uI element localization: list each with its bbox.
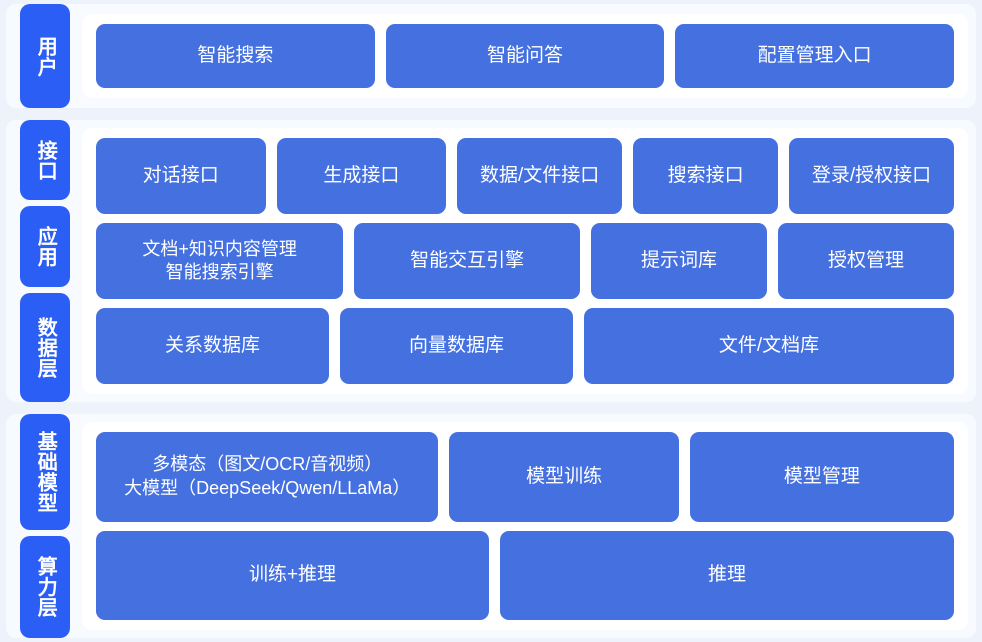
box-relational-database[interactable]: 关系数据库 bbox=[96, 308, 329, 384]
tab-column-base: 基础模型 算力层 bbox=[20, 414, 70, 638]
row-foundation-model: 多模态（图文/OCR/音视频） 大模型（DeepSeek/Qwen/LLaMa）… bbox=[96, 432, 954, 522]
box-training-inference[interactable]: 训练+推理 bbox=[96, 530, 490, 620]
row-data: 关系数据库 向量数据库 文件/文档库 bbox=[96, 308, 955, 384]
layer-tab-data[interactable]: 数据层 bbox=[20, 292, 70, 402]
box-model-management[interactable]: 模型管理 bbox=[689, 432, 954, 522]
box-intelligent-search[interactable]: 智能搜索 bbox=[96, 24, 375, 88]
layer-tab-user[interactable]: 用户 bbox=[20, 4, 70, 108]
tab-column-middle: 接口 应用 数据层 bbox=[20, 120, 70, 402]
layer-tab-application[interactable]: 应用 bbox=[20, 206, 70, 287]
box-doc-knowledge-management[interactable]: 文档+知识内容管理 智能搜索引擎 bbox=[96, 223, 344, 299]
box-dialog-api[interactable]: 对话接口 bbox=[96, 138, 266, 214]
box-file-document-store[interactable]: 文件/文档库 bbox=[584, 308, 955, 384]
box-intelligent-qa[interactable]: 智能问答 bbox=[385, 24, 665, 88]
box-authorization-management[interactable]: 授权管理 bbox=[777, 223, 954, 299]
box-data-file-api[interactable]: 数据/文件接口 bbox=[457, 138, 623, 214]
row-compute: 训练+推理 推理 bbox=[96, 530, 954, 620]
panel-base: 多模态（图文/OCR/音视频） 大模型（DeepSeek/Qwen/LLaMa）… bbox=[82, 422, 968, 630]
box-vector-database[interactable]: 向量数据库 bbox=[340, 308, 573, 384]
row-interface: 对话接口 生成接口 数据/文件接口 搜索接口 登录/授权接口 bbox=[96, 138, 954, 214]
box-model-training[interactable]: 模型训练 bbox=[449, 432, 679, 522]
box-config-management-entry[interactable]: 配置管理入口 bbox=[675, 24, 955, 88]
layer-tab-foundation-model[interactable]: 基础模型 bbox=[20, 414, 70, 531]
layer-tab-compute[interactable]: 算力层 bbox=[20, 536, 70, 638]
box-multimodal-large-model[interactable]: 多模态（图文/OCR/音视频） 大模型（DeepSeek/Qwen/LLaMa） bbox=[96, 432, 439, 522]
row-application: 文档+知识内容管理 智能搜索引擎 智能交互引擎 提示词库 授权管理 bbox=[96, 223, 954, 299]
row-user-0: 智能搜索 智能问答 配置管理入口 bbox=[96, 24, 955, 88]
box-login-auth-api[interactable]: 登录/授权接口 bbox=[789, 138, 954, 214]
panel-middle: 对话接口 生成接口 数据/文件接口 搜索接口 登录/授权接口 文档+知识内容管理… bbox=[82, 128, 968, 394]
box-intelligent-interaction-engine[interactable]: 智能交互引擎 bbox=[354, 223, 580, 299]
panel-user: 智能搜索 智能问答 配置管理入口 bbox=[82, 14, 968, 98]
box-inference[interactable]: 推理 bbox=[500, 530, 954, 620]
layer-tab-interface[interactable]: 接口 bbox=[20, 120, 70, 201]
tab-column-user: 用户 bbox=[20, 4, 70, 108]
section-middle: 接口 应用 数据层 对话接口 生成接口 数据/文件接口 搜索接口 登录/授权接口… bbox=[6, 120, 976, 402]
section-user: 用户 智能搜索 智能问答 配置管理入口 bbox=[6, 4, 976, 108]
box-search-api[interactable]: 搜索接口 bbox=[633, 138, 779, 214]
box-prompt-library[interactable]: 提示词库 bbox=[590, 223, 767, 299]
section-base: 基础模型 算力层 多模态（图文/OCR/音视频） 大模型（DeepSeek/Qw… bbox=[6, 414, 976, 638]
box-generation-api[interactable]: 生成接口 bbox=[276, 138, 447, 214]
